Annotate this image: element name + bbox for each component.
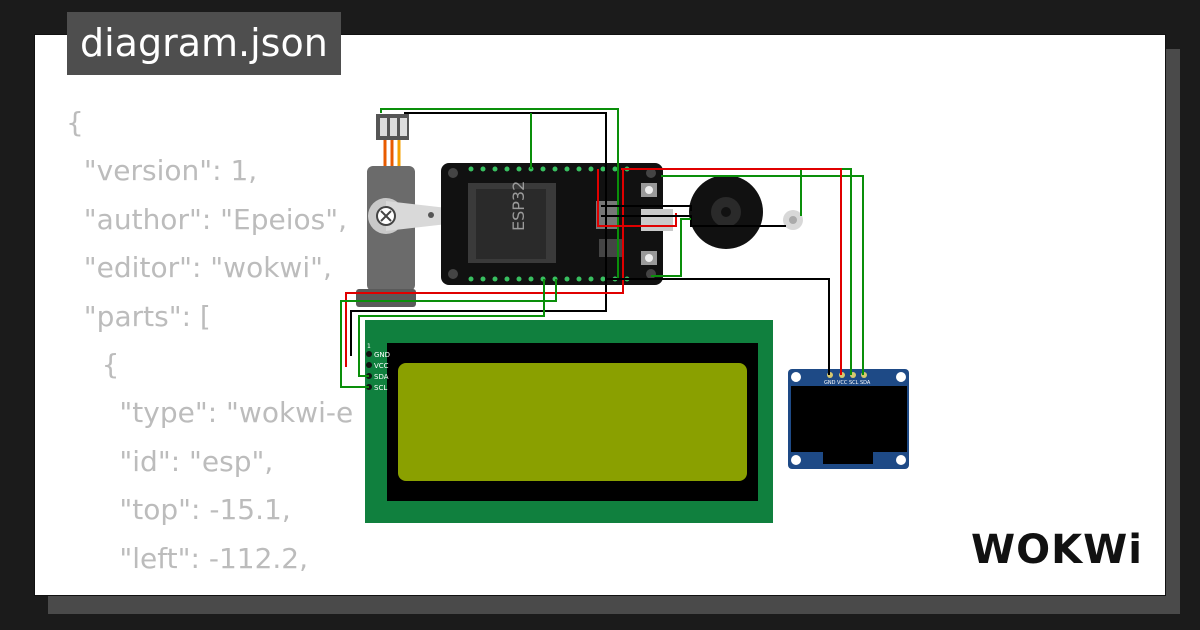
code-line: "parts": [ (66, 299, 211, 333)
code-line: "type": "wokwi-e (66, 396, 354, 430)
lcd-display: 1 GND VCC SDA SCL (365, 320, 773, 523)
code-line: "top": -15.1, (66, 493, 291, 527)
code-line: "editor": "wokwi", (66, 251, 332, 285)
circuit-diagram: ESP32 (340, 108, 909, 523)
lcd-pin-one-marker: 1 (367, 343, 371, 350)
wokwi-logo: WOKWi (971, 527, 1143, 573)
buzzer (689, 175, 763, 249)
lcd-pin-vcc: VCC (374, 362, 389, 370)
wires (340, 108, 864, 388)
code-line: "rotate": 270, (66, 583, 353, 595)
code-line: { (66, 106, 84, 139)
lcd-pin-scl: SCL (374, 384, 387, 392)
sensor-part (783, 210, 803, 230)
esp32-board: ESP32 (441, 163, 673, 285)
code-line: "left": -112.2, (66, 541, 309, 575)
file-title: diagram.json (67, 12, 341, 75)
preview-card: { "version": 1, "author": "Epeios", "edi… (34, 34, 1166, 596)
code-line: "id": "esp", (66, 444, 274, 478)
oled-display: GND VCC SCL SDA (788, 369, 909, 469)
lcd-pin-gnd: GND (374, 351, 390, 359)
oled-pin-scl: SCL (849, 380, 859, 386)
code-background: { "version": 1, "author": "Epeios", "edi… (66, 99, 354, 595)
oled-pin-gnd: GND (824, 380, 836, 386)
code-line: "version": 1, (66, 154, 258, 188)
lcd-pin-sda: SDA (374, 373, 389, 381)
oled-pin-vcc: VCC (837, 380, 848, 386)
oled-pin-sda: SDA (860, 380, 871, 386)
code-line: "author": "Epeios", (66, 202, 348, 236)
code-line: { (66, 347, 120, 381)
esp32-chip-label: ESP32 (509, 181, 528, 231)
